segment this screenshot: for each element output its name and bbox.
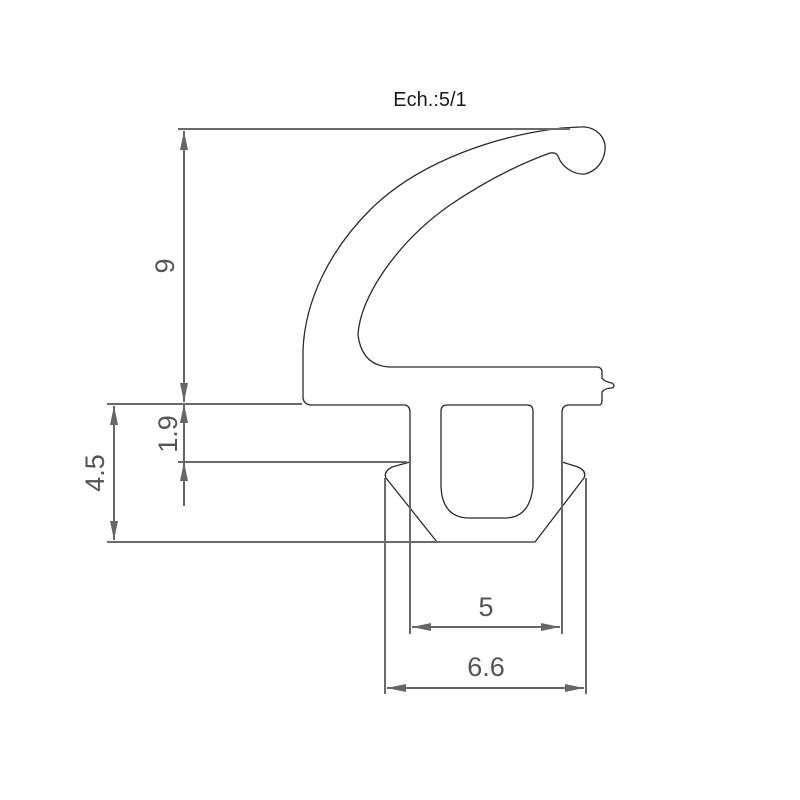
dimension-outer-width: 6.6 [384,478,587,694]
dimension-base-step: 1.9 [153,404,407,506]
arrow-left-icon [387,684,406,692]
dimension-inner-width: 5 [409,440,563,634]
arrow-down-icon [180,383,188,402]
arrow-up-icon [110,406,118,425]
dimension-label-6-6: 6.6 [467,652,505,682]
profile-inner-hollow [440,404,534,519]
arrow-down-icon [110,521,118,540]
arrow-right-icon [565,684,584,692]
arrow-up-icon [180,131,188,150]
arrow-right-icon [541,623,560,631]
arrow-down-icon [180,404,188,423]
profile-outer-contour [302,126,615,543]
scale-label: Ech.:5/1 [393,89,466,111]
dimension-label-4-5: 4.5 [80,454,110,492]
dimension-label-1-9: 1.9 [153,415,183,453]
dimension-label-9: 9 [150,258,180,273]
dimension-label-5: 5 [478,592,493,622]
dimension-overall-height: 9 [140,128,570,405]
seal-profile [302,126,615,543]
arrow-left-icon [412,623,431,631]
